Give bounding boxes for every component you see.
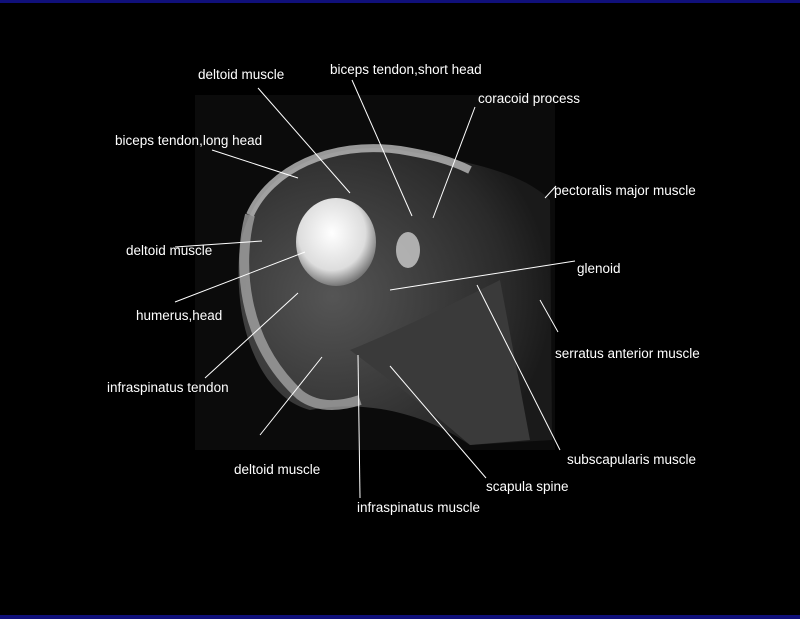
subcutaneous-fat — [246, 144, 472, 217]
label-pectoralis-major: pectoralis major muscle — [554, 183, 696, 198]
label-scapula-spine: scapula spine — [486, 479, 569, 494]
top-border — [0, 0, 800, 3]
label-deltoid-top: deltoid muscle — [198, 67, 285, 82]
label-infraspinatus-muscle: infraspinatus muscle — [357, 500, 481, 515]
bottom-border — [0, 615, 800, 619]
label-serratus-anterior: serratus anterior muscle — [555, 346, 700, 361]
humerus-head — [296, 198, 376, 286]
leader-lines — [174, 79, 576, 499]
label-infraspinatus-tendon: infraspinatus tendon — [107, 380, 229, 395]
label-deltoid-bottom: deltoid muscle — [234, 462, 321, 477]
label-deltoid-mid: deltoid muscle — [126, 243, 213, 258]
label-coracoid-process: coracoid process — [478, 91, 581, 106]
label-biceps-long-head: biceps tendon,long head — [115, 133, 263, 148]
label-glenoid: glenoid — [577, 261, 621, 276]
subcutaneous-fat-lower — [239, 213, 362, 410]
label-humerus-head: humerus,head — [136, 308, 223, 323]
label-subscapularis: subscapularis muscle — [567, 452, 697, 467]
label-biceps-short-head: biceps tendon,short head — [330, 62, 482, 77]
glenoid-bone — [396, 232, 420, 268]
scapula-region — [350, 280, 530, 445]
